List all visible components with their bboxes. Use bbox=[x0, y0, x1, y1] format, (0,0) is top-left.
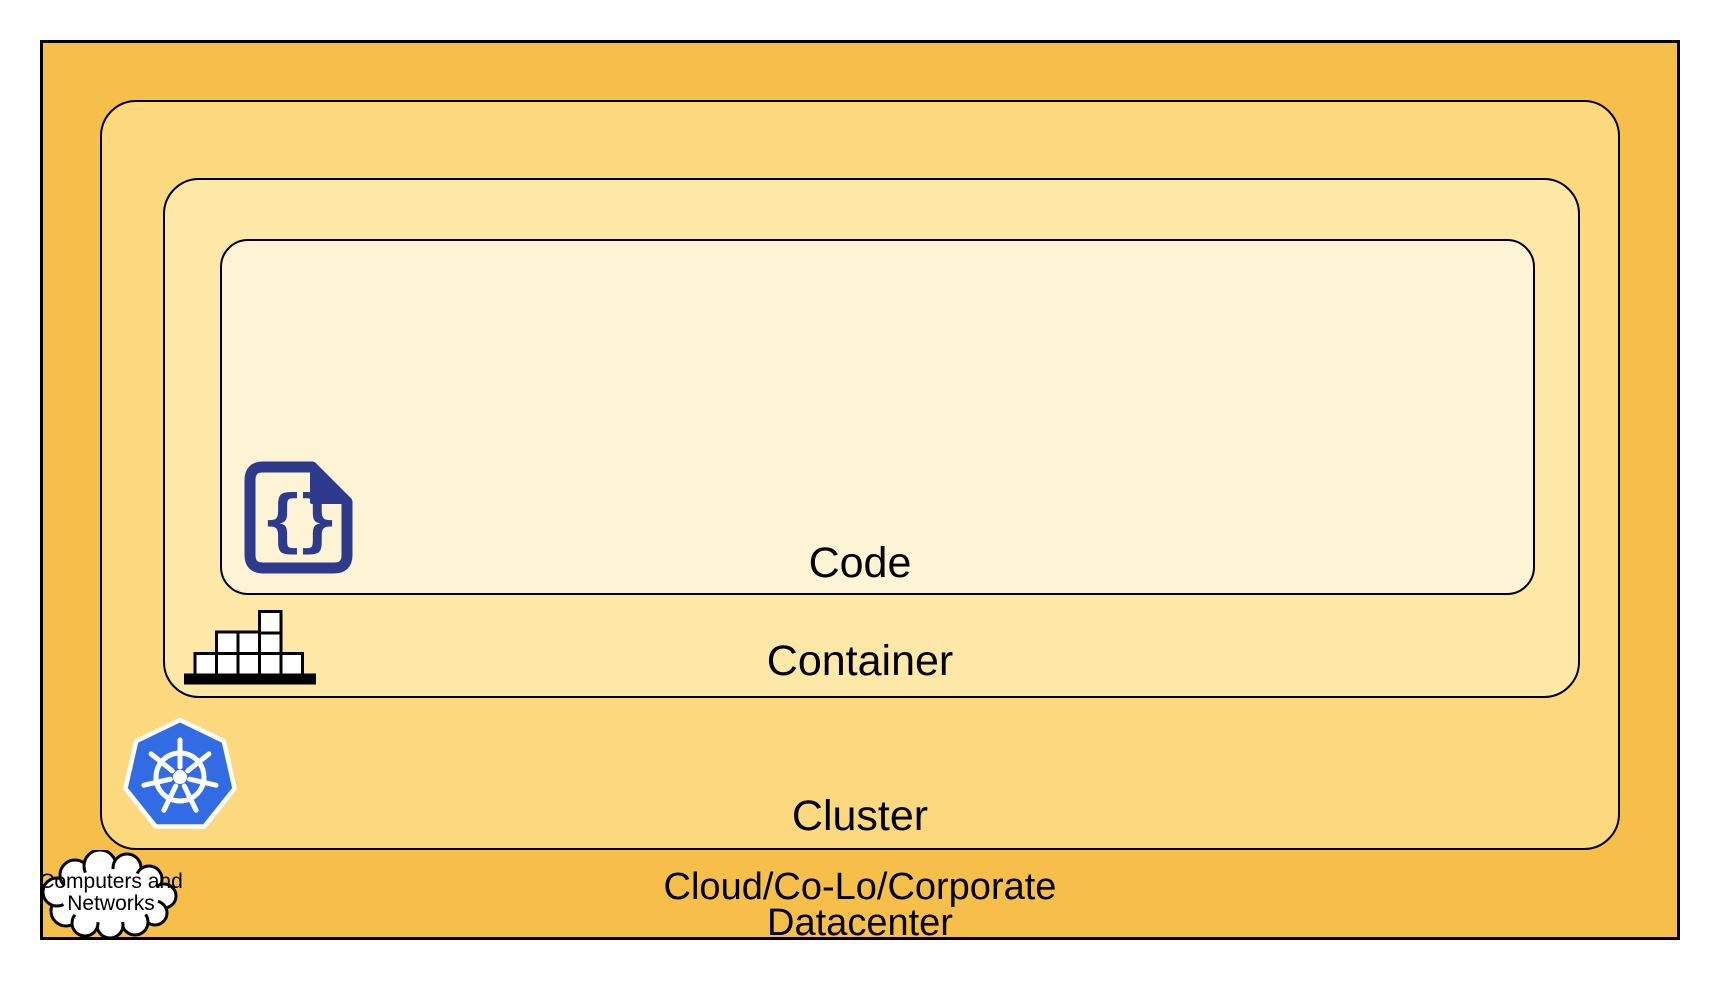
cloud-text-line1: Computers and bbox=[39, 870, 183, 893]
cloud-body bbox=[61, 869, 159, 923]
code-box bbox=[220, 239, 1535, 595]
crate-cubes bbox=[193, 610, 304, 677]
container-crates-icon bbox=[184, 610, 316, 685]
code-file-icon: {} bbox=[244, 461, 353, 574]
cluster-label: Cluster bbox=[791, 792, 929, 840]
file-fold-corner bbox=[310, 465, 349, 504]
file-outline bbox=[244, 461, 353, 574]
cloud-text-line2: Networks bbox=[67, 892, 155, 915]
datacenter-label: Cloud/Co-Lo/Corporate Datacenter bbox=[0, 866, 1720, 944]
braces-glyph: {} bbox=[262, 482, 333, 561]
datacenter-label-line1: Cloud/Co-Lo/Corporate bbox=[663, 866, 1057, 908]
code-label: Code bbox=[808, 539, 912, 587]
kubernetes-helm-icon bbox=[123, 717, 237, 829]
container-label: Container bbox=[766, 637, 954, 685]
kubernetes-wheel bbox=[141, 737, 219, 813]
computers-networks-cloud-icon: Computers and Networks bbox=[39, 850, 183, 938]
crate-pallet bbox=[184, 673, 316, 685]
datacenter-label-line2: Datacenter bbox=[767, 902, 953, 944]
